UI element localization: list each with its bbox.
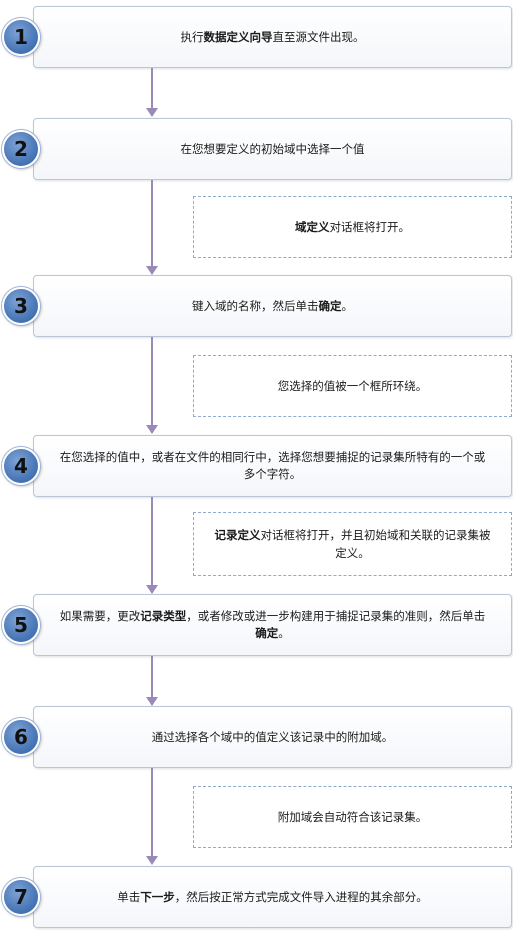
text-run: 通过选择各个域中的值定义该记录中的附加域。	[151, 729, 394, 744]
step-4-box: 在您选择的值中，或者在文件的相同行中，选择您想要捕捉的记录集所特有的一个或多个字…	[33, 435, 512, 497]
text-run: 对话框将打开。	[329, 220, 411, 234]
arrowhead-4-5	[146, 585, 158, 594]
step-4-text: 在您选择的值中，或者在文件的相同行中，选择您想要捕捉的记录集所特有的一个或多个字…	[56, 449, 489, 483]
note-4-text: 附加域会自动符合该记录集。	[278, 808, 428, 826]
text-run: 键入域的名称，然后单击	[192, 298, 319, 313]
arrowhead-1-2	[146, 108, 158, 117]
text-run: ，或者修改或进一步构建用于捕捉记录集的准则，然后单击	[186, 609, 486, 623]
arrowhead-5-6	[146, 697, 158, 706]
connector-1-2	[151, 68, 153, 110]
arrowhead-6-7	[146, 856, 158, 865]
step-1-box: 执行数据定义向导直至源文件出现。	[33, 6, 512, 68]
connector-5-6	[151, 656, 153, 698]
bold-term: 记录定义	[214, 528, 261, 542]
text-run: 对话框将打开，并且初始域和关联的记录集被定义。	[260, 528, 491, 560]
text-run: 。	[341, 298, 354, 313]
text-run: 在您选择的值中，或者在文件的相同行中，选择您想要捕捉的记录集所特有的一个或多个字…	[59, 450, 486, 481]
step-3-box: 键入域的名称，然后单击确定。	[33, 275, 512, 337]
note-1-text: 域定义对话框将打开。	[295, 218, 410, 236]
step-5-badge: 5	[2, 606, 40, 644]
text-run: 附加域会自动符合该记录集。	[277, 810, 428, 824]
bold-term: 域定义	[295, 220, 330, 234]
step-5-text: 如果需要，更改记录类型，或者修改或进一步构建用于捕捉记录集的准则，然后单击确定。	[56, 608, 489, 642]
step-6-badge: 6	[2, 718, 40, 756]
text-run: 。	[278, 626, 290, 640]
connector-2-3	[151, 180, 153, 266]
arrowhead-2-3	[146, 266, 158, 275]
arrowhead-3-4	[146, 425, 158, 434]
step-2-box: 在您想要定义的初始域中选择一个值	[33, 118, 512, 180]
step-7-box: 单击下一步，然后按正常方式完成文件导入进程的其余部分。	[33, 866, 512, 928]
text-run: 在您想要定义的初始域中选择一个值	[180, 141, 365, 156]
text-run: 直至源文件出现。	[272, 29, 365, 44]
step-5-box: 如果需要，更改记录类型，或者修改或进一步构建用于捕捉记录集的准则，然后单击确定。	[33, 594, 512, 656]
bold-term: 确定	[255, 626, 279, 640]
text-run: 执行	[180, 29, 204, 44]
text-run: 您选择的值被一个框所环绕。	[277, 379, 428, 393]
text-run: 如果需要，更改	[59, 609, 141, 623]
step-7-text: 单击下一步，然后按正常方式完成文件导入进程的其余部分。	[117, 889, 428, 906]
step-6-text: 通过选择各个域中的值定义该记录中的附加域。	[152, 729, 394, 746]
note-dialog-open: 域定义对话框将打开。	[193, 196, 512, 258]
note-fields-auto-fit: 附加域会自动符合该记录集。	[193, 786, 512, 848]
step-1-text: 执行数据定义向导直至源文件出现。	[181, 29, 365, 46]
connector-4-5	[151, 497, 153, 585]
note-3-text: 记录定义对话框将打开，并且初始域和关联的记录集被定义。	[210, 526, 495, 562]
step-1-badge: 1	[2, 18, 40, 56]
text-run: 单击	[117, 889, 141, 904]
text-run: ，然后按正常方式完成文件导入进程的其余部分。	[174, 889, 428, 904]
connector-6-7	[151, 768, 153, 856]
step-3-badge: 3	[2, 287, 40, 325]
step-6-box: 通过选择各个域中的值定义该记录中的附加域。	[33, 706, 512, 768]
note-value-boxed: 您选择的值被一个框所环绕。	[193, 355, 512, 417]
bold-term: 确定	[318, 298, 342, 313]
step-3-text: 键入域的名称，然后单击确定。	[192, 298, 353, 315]
step-4-badge: 4	[2, 447, 40, 485]
step-7-badge: 7	[2, 878, 40, 916]
step-2-badge: 2	[2, 130, 40, 168]
note-record-defined: 记录定义对话框将打开，并且初始域和关联的记录集被定义。	[193, 512, 512, 576]
bold-term: 下一步	[140, 889, 175, 904]
bold-term: 记录类型	[140, 609, 187, 623]
step-2-text: 在您想要定义的初始域中选择一个值	[181, 141, 365, 158]
bold-term: 数据定义向导	[203, 29, 273, 44]
note-2-text: 您选择的值被一个框所环绕。	[278, 377, 428, 395]
connector-3-4	[151, 337, 153, 425]
